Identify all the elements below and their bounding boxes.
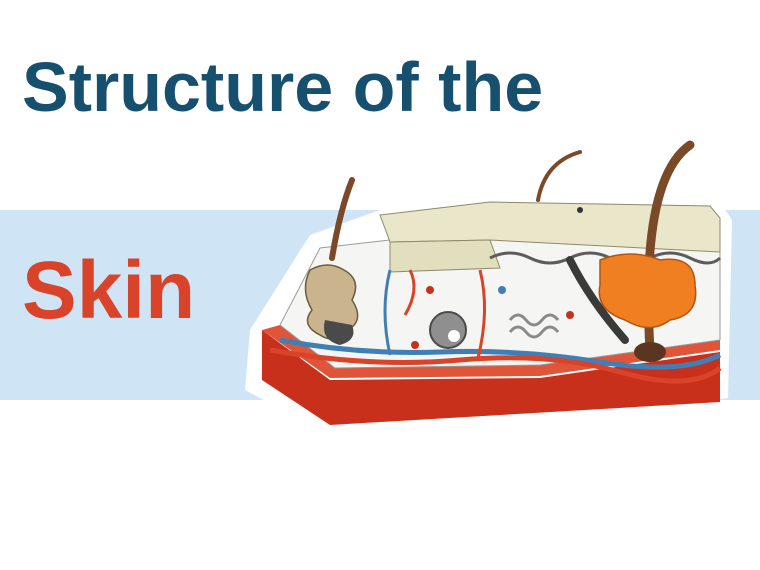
vessel-vertical-2 — [476, 269, 486, 359]
arrector-muscle — [566, 256, 629, 344]
sweat-gland-coil — [508, 313, 560, 339]
skin-cross-section-icon — [245, 140, 732, 430]
artery-red — [269, 347, 722, 384]
nerve-dot — [566, 311, 574, 319]
vessel-vertical-1 — [383, 269, 392, 356]
nerve-corpuscle — [429, 311, 467, 349]
vein-blue — [279, 337, 722, 370]
nerve-dot — [426, 286, 434, 294]
hair-left — [329, 177, 355, 261]
hair-follicle-right — [634, 342, 666, 362]
page-title-line1: Structure of the — [22, 48, 544, 126]
epidermis-front — [389, 239, 501, 273]
page-title-line2: Skin — [22, 245, 196, 336]
nerve-dot — [498, 286, 506, 294]
nerve-dot — [577, 207, 583, 213]
hair-middle — [536, 150, 582, 202]
nerve-dot — [411, 341, 419, 349]
nerve-corpuscle-core — [448, 330, 460, 342]
sebaceous-gland — [598, 253, 697, 329]
dermis-block-front — [262, 330, 720, 425]
vessel-vertical-3 — [403, 269, 416, 316]
gland-left-dark — [324, 320, 354, 345]
